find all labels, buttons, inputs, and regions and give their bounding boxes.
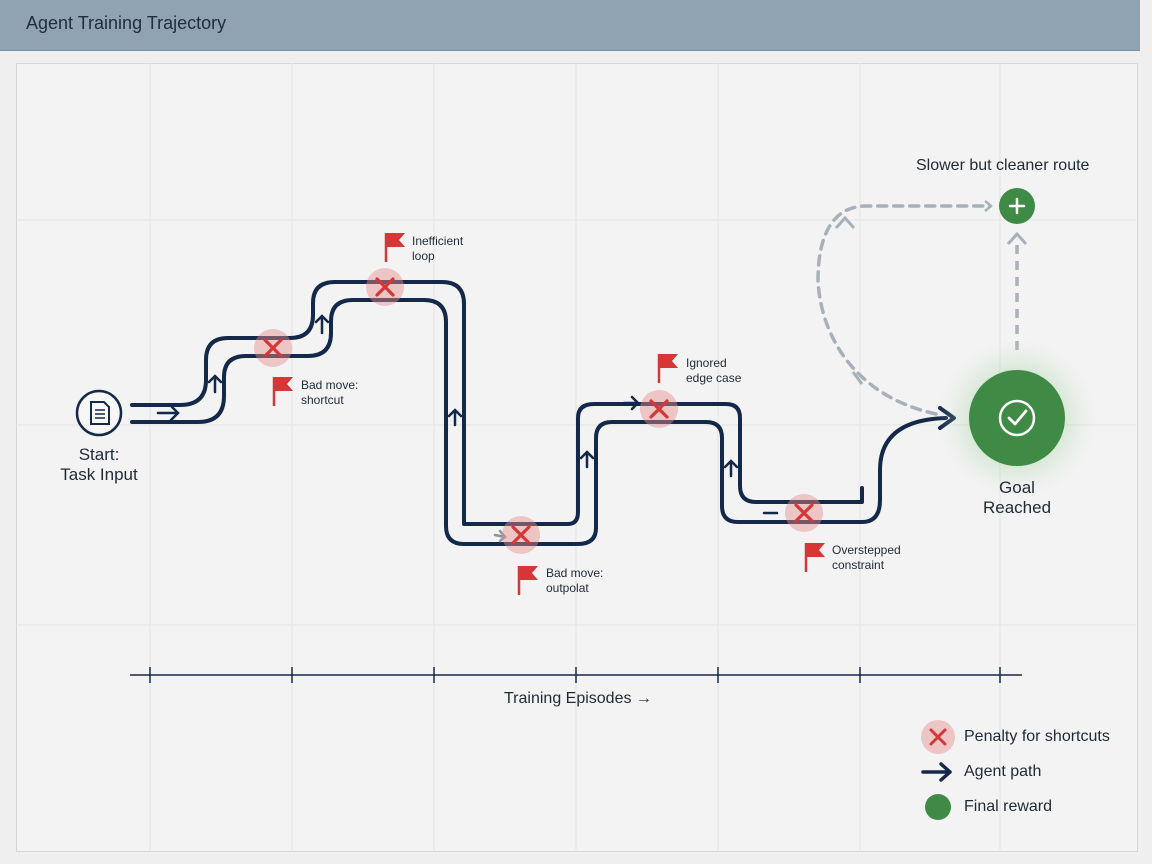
penalty-label-outpolat: Bad move: outpolat [546,566,603,596]
legend-item-reward: Final reward [920,792,1052,822]
flag-icon [272,377,293,406]
flag-icon [804,543,825,572]
penalty-label-line2: constraint [832,558,885,572]
penalty-label-line1: Inefficient [412,234,464,248]
start-label-line2: Task Input [60,465,138,484]
legend-path-icon [921,762,952,782]
page-title: Agent Training Trajectory [26,13,227,33]
penalty-label-constraint: Overstepped constraint [832,543,901,573]
penalty-label-loop: Inefficient loop [412,234,463,264]
penalty-label-line1: Bad move: [546,566,604,580]
alternate-route-label: Slower but cleaner route [916,157,1090,174]
flag-icon [517,566,538,595]
title-bar: Agent Training Trajectory [0,0,1140,51]
legend-reward-label: Final reward [964,798,1053,815]
start-node [75,389,123,437]
flag-icon [657,354,678,383]
checkmark-icon [998,399,1036,437]
agent-path-inner [130,298,948,546]
legend-penalty-label: Penalty for shortcuts [964,728,1110,745]
goal-label-line2: Reached [982,498,1052,517]
legend-penalty-icon [921,720,955,754]
penalty-label-line1: Bad move: [301,378,359,392]
penalty-label-line2: outpolat [546,581,589,595]
penalty-label-line2: edge case [686,371,742,385]
goal-label-line1: Goal [999,478,1035,497]
penalty-markers [254,268,823,554]
direction-arrow-up-2 [314,314,330,335]
direction-arrow-up-1 [207,374,223,394]
penalty-label-line1: Ignored [686,356,727,370]
direction-arrow-right [622,395,640,411]
goal-node [937,338,1097,498]
legend-path-label: Agent path [964,763,1042,780]
alternate-route-path [816,200,993,416]
start-label-line1: Start: [78,445,120,464]
penalty-marker-shortcut [254,329,292,367]
penalty-label-line2: loop [412,249,435,263]
timeline-axis [130,667,1022,683]
direction-arrow-up-5 [723,459,739,478]
axis-label: Training Episodes → [504,690,652,707]
alternate-up-arrow-head [1006,231,1028,246]
direction-arrow-up-3 [447,408,463,427]
flags [272,233,825,595]
direction-arrows [156,314,779,543]
legend-symbols [921,720,955,820]
penalty-marker-outpolat [502,516,540,554]
alternate-arrow-head-mid [834,215,856,230]
penalty-label-edge-case: Ignored edge case [686,356,741,386]
direction-arrow-small-bottom [493,529,507,543]
agent-path-outer [130,280,864,526]
agent-path [130,280,956,546]
flag-icon [384,233,405,262]
penalty-label-line1: Overstepped [832,543,901,557]
alternate-small-arrow [851,371,864,385]
penalty-marker-loop [366,268,404,306]
penalty-label-shortcut: Bad move: shortcut [301,378,358,408]
legend-item-penalty: Penalty for shortcuts [920,722,1110,752]
document-icon [90,401,110,425]
direction-arrow-up-4 [579,450,595,469]
goal-label: Goal Reached [972,478,1062,518]
alternate-route [816,200,1028,416]
plus-node [999,188,1035,224]
plus-icon [1008,197,1026,215]
direction-arrow-start [156,404,180,422]
start-label: Start: Task Input [54,445,144,485]
legend-reward-icon [925,794,951,820]
penalty-label-line2: shortcut [301,393,344,407]
penalty-marker-edge-case [640,390,678,428]
penalty-marker-constraint [785,494,823,532]
legend-item-path: Agent path [920,757,1041,787]
